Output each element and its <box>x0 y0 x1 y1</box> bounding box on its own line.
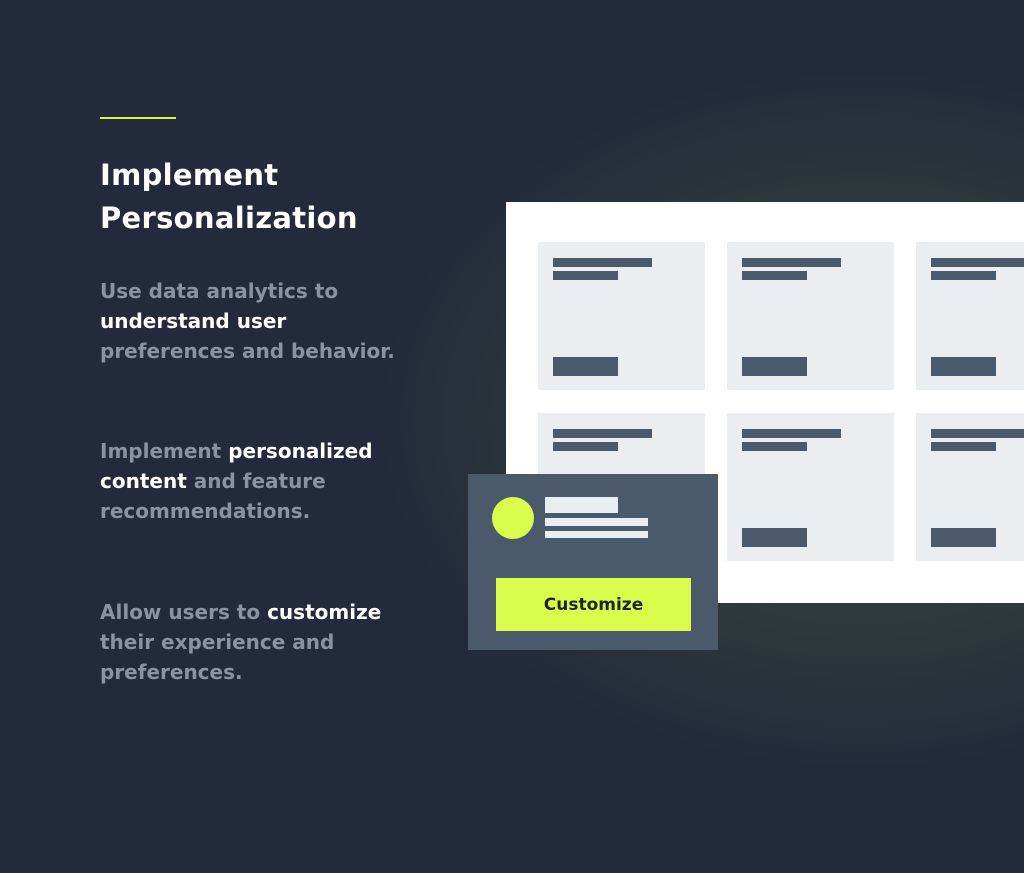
customize-button[interactable]: Customize <box>496 578 691 631</box>
point-2: Implement personalized content and featu… <box>100 436 400 526</box>
point-text: Use data analytics to <box>100 279 339 303</box>
point-highlight: customize <box>267 600 382 624</box>
content-card <box>916 413 1024 561</box>
card-button <box>553 357 618 376</box>
content-card <box>538 242 705 390</box>
content-grid-mockup <box>506 202 1024 603</box>
card-button <box>931 528 996 547</box>
customize-popup: Customize <box>468 474 718 650</box>
card-button <box>931 357 996 376</box>
point-text: Allow users to <box>100 600 268 624</box>
point-text: preferences and behavior. <box>100 339 395 363</box>
point-1: Use data analytics to understand user pr… <box>100 276 400 366</box>
point-text: and feature recommendations. <box>100 469 326 523</box>
placeholder-line <box>545 518 648 526</box>
point-text: their experience and preferences. <box>100 630 335 684</box>
point-text: Implement <box>100 439 229 463</box>
accent-line <box>100 117 176 119</box>
content-card <box>916 242 1024 390</box>
point-3: Allow users to customize their experienc… <box>100 597 400 687</box>
placeholder-line <box>545 531 648 538</box>
point-highlight: personalized content <box>100 439 373 493</box>
page-title: Implement Personalization <box>100 158 358 235</box>
placeholder-line <box>545 497 618 513</box>
card-button <box>742 528 807 547</box>
card-button <box>742 357 807 376</box>
point-highlight: understand user <box>100 309 287 333</box>
content-card <box>727 242 894 390</box>
avatar <box>492 497 534 539</box>
content-card <box>727 413 894 561</box>
